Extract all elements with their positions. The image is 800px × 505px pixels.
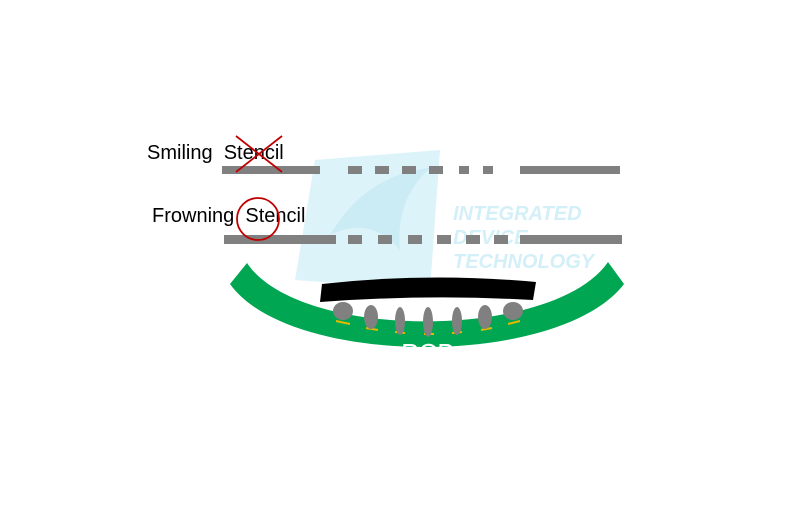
stencil-bar-right <box>520 235 622 244</box>
pcb-label: PCB <box>401 338 454 368</box>
cross-mark-icon <box>235 135 283 173</box>
package-body <box>320 277 536 302</box>
stencil-aperture-divider <box>483 166 493 174</box>
stencil-aperture-divider <box>437 235 451 244</box>
solder-ball <box>333 302 353 320</box>
watermark-line-1: INTEGRATED <box>453 203 582 225</box>
watermark-swirl <box>330 168 430 250</box>
solder-ball <box>395 307 405 335</box>
stencil-aperture-divider <box>466 235 480 244</box>
smiling-stencil <box>222 166 620 174</box>
stencil-aperture-divider <box>402 166 416 174</box>
stencil-aperture-divider <box>429 166 443 174</box>
stencil-bar-left <box>224 235 336 244</box>
solder-ball <box>503 302 523 320</box>
solder-ball <box>364 305 378 329</box>
solder-ball <box>423 307 433 337</box>
stencil-bar-right <box>520 166 620 174</box>
stencil-aperture-divider <box>494 235 508 244</box>
stencil-aperture-divider <box>375 166 389 174</box>
stencil-aperture-divider <box>348 166 362 174</box>
smiling-stencil-label: Smiling Stencil <box>147 142 284 164</box>
circle-mark-icon <box>236 197 280 241</box>
stencil-aperture-divider <box>378 235 392 244</box>
frowning-stencil <box>224 235 622 244</box>
watermark-line-2: DEVICE <box>453 227 528 249</box>
stencil-aperture-divider <box>408 235 422 244</box>
stencil-aperture-divider <box>459 166 469 174</box>
watermark-line-3: TECHNOLOGY <box>453 251 596 273</box>
stencil-aperture-divider <box>348 235 362 244</box>
solder-ball <box>478 305 492 329</box>
solder-balls <box>333 302 523 337</box>
pcb-board <box>230 262 624 347</box>
stencil-bar-left <box>222 166 320 174</box>
solder-ball <box>452 307 462 335</box>
frowning-stencil-label: Frowning Stencil <box>152 205 305 227</box>
